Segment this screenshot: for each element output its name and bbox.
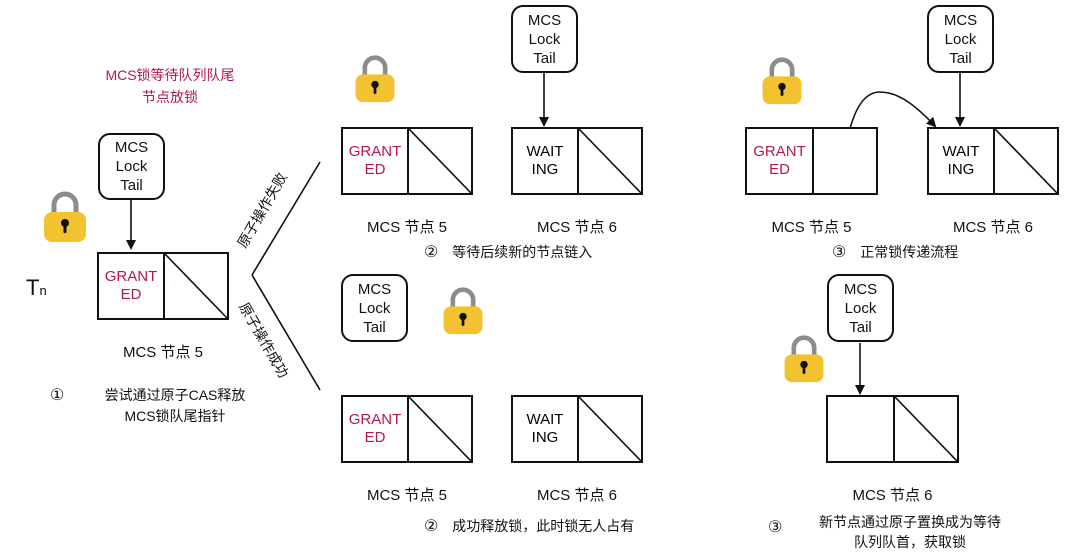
null-pointer-slash [579,129,641,193]
null-pointer-slash [409,397,471,461]
null-pointer-slash [995,129,1057,193]
step-marker: ③ [768,519,783,536]
mcs-node-6 [826,395,959,463]
step2-fail-text: 等待后续新的节点链入 [452,244,593,260]
null-pointer-slash [165,254,227,318]
thread-label: Tn [26,275,47,301]
padlock-icon [441,286,485,341]
null-pointer-slash [895,397,957,461]
step-marker: ① [50,387,65,404]
step1-line2: MCS锁队尾指针 [124,408,226,424]
node-label: MCS 节点 5 [771,219,852,236]
null-pointer-slash [579,397,641,461]
node-label: MCS 节点 6 [536,219,617,236]
diagram-title: MCS锁等待队列队尾 节点放锁 [80,64,260,108]
node-label: MCS 节点 6 [852,487,933,504]
step2-success-text: 成功释放锁，此时锁无人占有 [452,518,635,534]
padlock-icon [760,56,804,111]
node-state [828,397,895,461]
branch-line-success [251,274,321,391]
node-label: MCS 节点 6 [952,219,1033,236]
step-marker: ③ [832,244,847,261]
step3-success-line2: 队列队首，获取锁 [854,534,966,550]
node-label: MCS 节点 5 [366,487,447,504]
padlock-icon [43,190,87,249]
title-line2: 节点放锁 [142,89,198,105]
step3-fail-text: 正常锁传递流程 [860,244,959,260]
title-line1: MCS锁等待队列队尾 [105,67,235,83]
node-label: MCS 节点 5 [122,344,203,361]
node-label: MCS 节点 5 [366,219,447,236]
branch-line-fail [251,161,321,276]
step2-fail-caption: ② 等待后续新的节点链入 [424,242,592,262]
step-marker: ② [424,518,439,535]
node-label: MCS 节点 6 [536,487,617,504]
padlock-icon [782,334,826,389]
thread-label-main: T [26,275,40,300]
step1-line1: 尝试通过原子CAS释放 [104,387,246,403]
step3-fail-caption: ③ 正常锁传递流程 [832,242,958,262]
step-marker: ② [424,244,439,261]
null-pointer-slash [409,129,471,193]
thread-label-sub: n [39,283,47,298]
padlock-icon [353,54,397,109]
step3-success-line1: 新节点通过原子置换成为等待 [819,514,1001,530]
step2-success-caption: ② 成功释放锁，此时锁无人占有 [424,516,634,536]
